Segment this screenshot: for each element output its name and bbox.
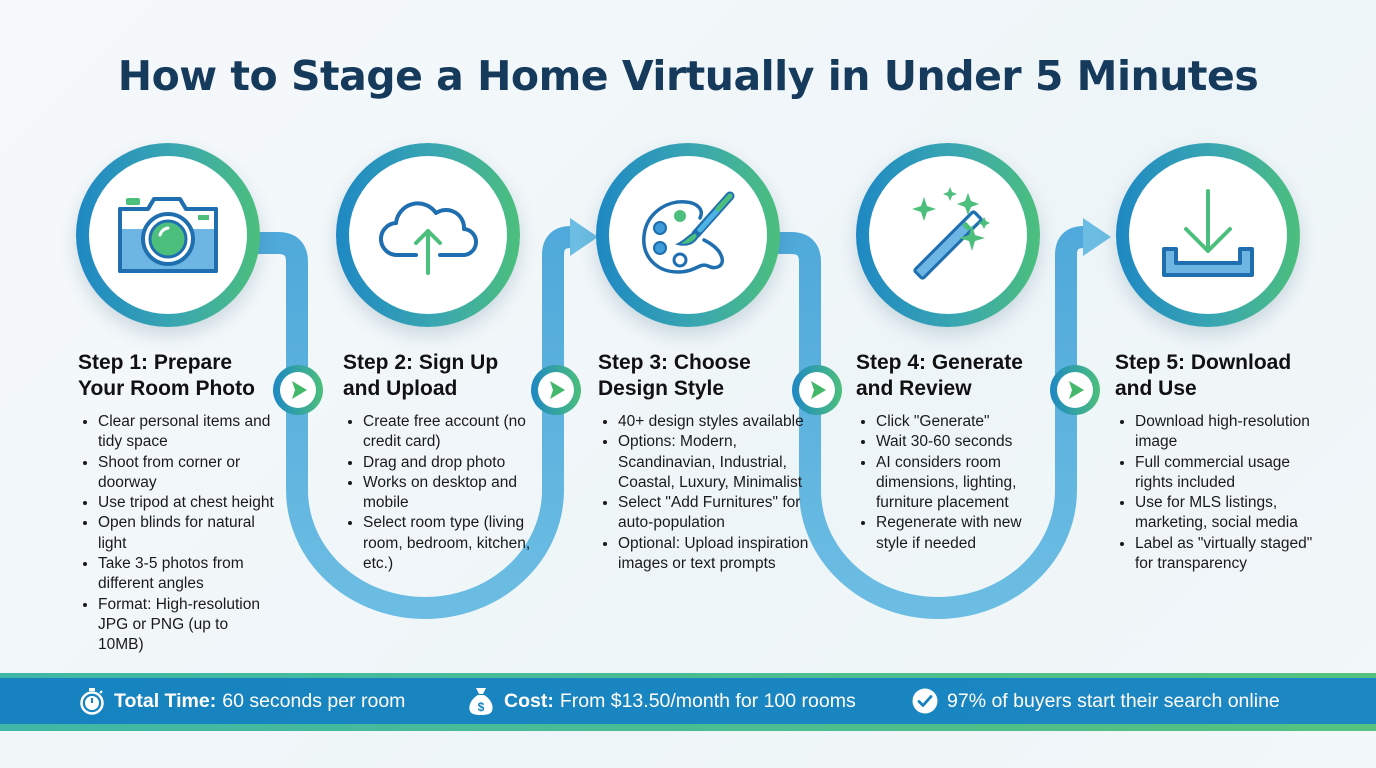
step-4-icon-circle — [856, 143, 1040, 327]
list-item: Click "Generate" — [876, 412, 1046, 432]
step-1-to-2-arrow — [273, 365, 323, 415]
list-item: Optional: Upload inspiration images or t… — [618, 534, 813, 575]
play-arrow-icon — [292, 381, 307, 399]
list-item: Create free account (no credit card) — [363, 412, 543, 453]
list-item: Open blinds for natural light — [98, 513, 278, 554]
camera-icon — [118, 197, 218, 273]
list-item: Shoot from corner or doorway — [98, 453, 278, 494]
list-item: Clear personal items and tidy space — [98, 412, 278, 453]
magic-wand-icon — [912, 187, 990, 280]
stopwatch-icon — [80, 688, 104, 715]
step-bullets: 40+ design styles available Options: Mod… — [598, 412, 813, 574]
step-1-icon-circle — [76, 143, 260, 327]
list-item: Take 3-5 photos from different angles — [98, 554, 278, 595]
download-icon — [1162, 189, 1254, 277]
list-item: Full commercial usage rights included — [1135, 453, 1330, 494]
cloud-upload-icon — [379, 201, 478, 275]
buyers-stat: 97% of buyers start their search online — [912, 678, 1280, 724]
step-4-to-5-arrow — [1050, 365, 1100, 415]
footer-banner: Total Time:60 seconds per room $ Cost:Fr… — [0, 673, 1376, 731]
step-3-icon-circle — [596, 143, 780, 327]
play-arrow-icon — [1069, 381, 1084, 399]
list-item: Drag and drop photo — [363, 453, 543, 473]
step-bullets: Download high-resolution image Full comm… — [1115, 412, 1330, 574]
step-2-to-3-arrow — [531, 365, 581, 415]
list-item: Works on desktop and mobile — [363, 473, 543, 514]
list-item: Select room type (living room, bedroom, … — [363, 513, 543, 574]
step-2-icon-circle — [336, 143, 520, 327]
list-item: Format: High-resolution JPG or PNG (up t… — [98, 595, 278, 656]
money-bag-icon: $ — [469, 688, 493, 715]
list-item: AI considers room dimensions, lighting, … — [876, 453, 1046, 514]
play-arrow-icon — [811, 381, 826, 399]
step-bullets: Clear personal items and tidy space Shoo… — [78, 412, 278, 656]
page-title: How to Stage a Home Virtually in Under 5… — [117, 52, 1259, 100]
play-arrow-icon — [550, 381, 565, 399]
list-item: Label as "virtually staged" for transpar… — [1135, 534, 1330, 575]
cost-stat: $ Cost:From $13.50/month for 100 rooms — [467, 678, 856, 724]
list-item: Options: Modern, Scandinavian, Industria… — [618, 432, 813, 493]
list-item: Select "Add Furnitures" for auto-populat… — [618, 493, 813, 534]
list-item: Wait 30-60 seconds — [876, 432, 1046, 452]
total-time-stat: Total Time:60 seconds per room — [79, 678, 405, 724]
palette-icon — [642, 191, 735, 274]
list-item: Regenerate with new style if needed — [876, 513, 1046, 554]
list-item: Download high-resolution image — [1135, 412, 1330, 453]
step-bullets: Click "Generate" Wait 30-60 seconds AI c… — [856, 412, 1046, 554]
step-3-to-4-arrow — [792, 365, 842, 415]
step-5-icon-circle — [1116, 143, 1300, 327]
step-bullets: Create free account (no credit card) Dra… — [343, 412, 543, 574]
list-item: 40+ design styles available — [618, 412, 813, 432]
check-circle-icon — [912, 688, 938, 714]
svg-text:$: $ — [478, 700, 485, 714]
list-item: Use for MLS listings, marketing, social … — [1135, 493, 1330, 534]
list-item: Use tripod at chest height — [98, 493, 278, 513]
